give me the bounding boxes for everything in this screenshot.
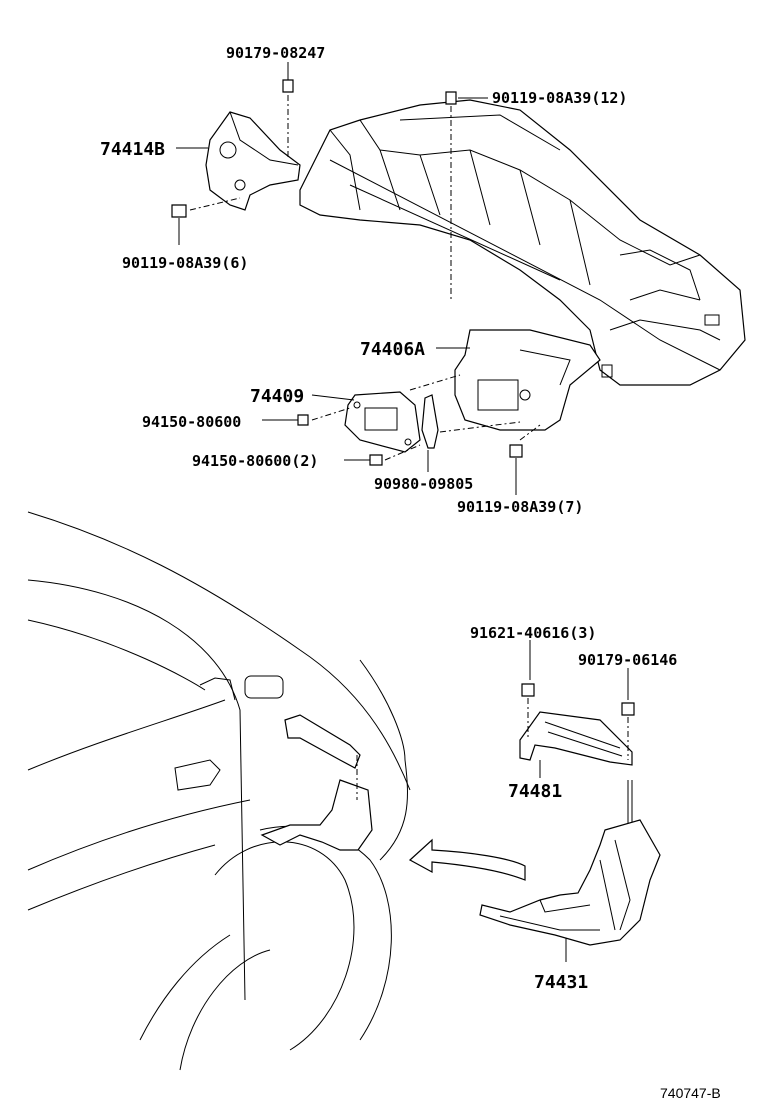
mudguard-74431-drawing	[479, 819, 661, 946]
label-94150-80600: 94150-80600	[142, 413, 241, 431]
bulkhead-panel-drawing	[299, 99, 746, 386]
label-91621-40616-3: 91621-40616(3)	[470, 624, 596, 642]
label-90119-08A39-6: 90119-08A39(6)	[122, 254, 248, 272]
fastener-drawings-lower	[521, 683, 635, 830]
label-90179-08247: 90179-08247	[226, 44, 325, 62]
bracket-74409-drawing	[344, 391, 421, 453]
assembly-lines-upper	[189, 95, 541, 461]
label-90119-08A39-12: 90119-08A39(12)	[492, 89, 627, 107]
label-90980-09805: 90980-09805	[374, 475, 473, 493]
label-90119-08A39-7: 90119-08A39(7)	[457, 498, 583, 516]
bracket-74406A-drawing	[454, 329, 601, 431]
label-74414B: 74414B	[100, 139, 165, 160]
leader-lines	[176, 62, 629, 962]
label-90179-06146: 90179-06146	[578, 651, 677, 669]
installed-mudguard-drawing	[260, 714, 373, 851]
diagram-code: 740747-B	[660, 1085, 721, 1101]
label-94150-80600-2: 94150-80600(2)	[192, 452, 318, 470]
bracket-74414B-drawing	[205, 111, 301, 211]
label-74406A: 74406A	[360, 339, 425, 360]
clip-90980-09805-drawing	[421, 394, 439, 449]
vehicle-body-drawing	[27, 511, 411, 1071]
brace-74481-drawing	[519, 711, 633, 766]
label-74431: 74431	[534, 972, 588, 993]
label-74481: 74481	[508, 781, 562, 802]
label-74409: 74409	[250, 386, 304, 407]
fastener-drawings	[171, 79, 523, 466]
direction-arrow	[408, 838, 526, 881]
